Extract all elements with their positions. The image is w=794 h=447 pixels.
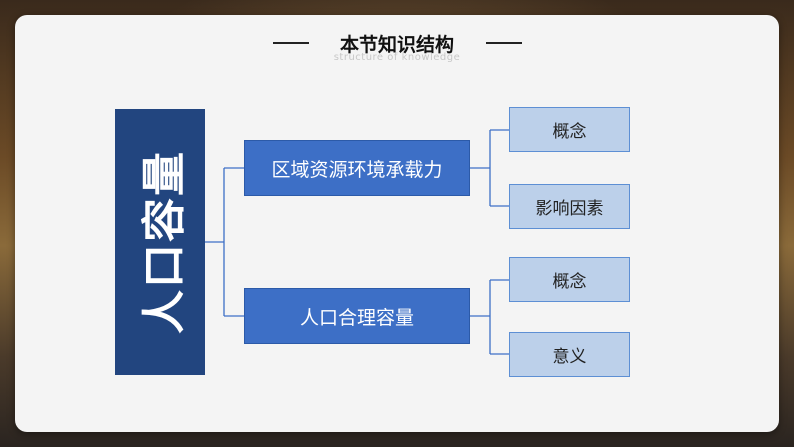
leaf-node-label: 影响因素: [536, 194, 604, 219]
root-node: 人口容量: [115, 109, 205, 375]
branch-node-label: 人口合理容量: [300, 303, 414, 330]
leaf-node-significance: 意义: [509, 332, 630, 377]
leaf-node-label: 概念: [553, 267, 587, 292]
leaf-node-concept-2: 概念: [509, 257, 630, 302]
root-node-label: 人口容量: [128, 150, 192, 334]
leaf-node-factors: 影响因素: [509, 184, 630, 229]
leaf-node-concept-1: 概念: [509, 107, 630, 152]
leaf-node-label: 概念: [553, 117, 587, 142]
branch-node-reasonable-capacity: 人口合理容量: [244, 288, 470, 344]
branch-node-carrying-capacity: 区域资源环境承载力: [244, 140, 470, 196]
branch-node-label: 区域资源环境承载力: [271, 155, 442, 182]
leaf-node-label: 意义: [553, 342, 587, 367]
